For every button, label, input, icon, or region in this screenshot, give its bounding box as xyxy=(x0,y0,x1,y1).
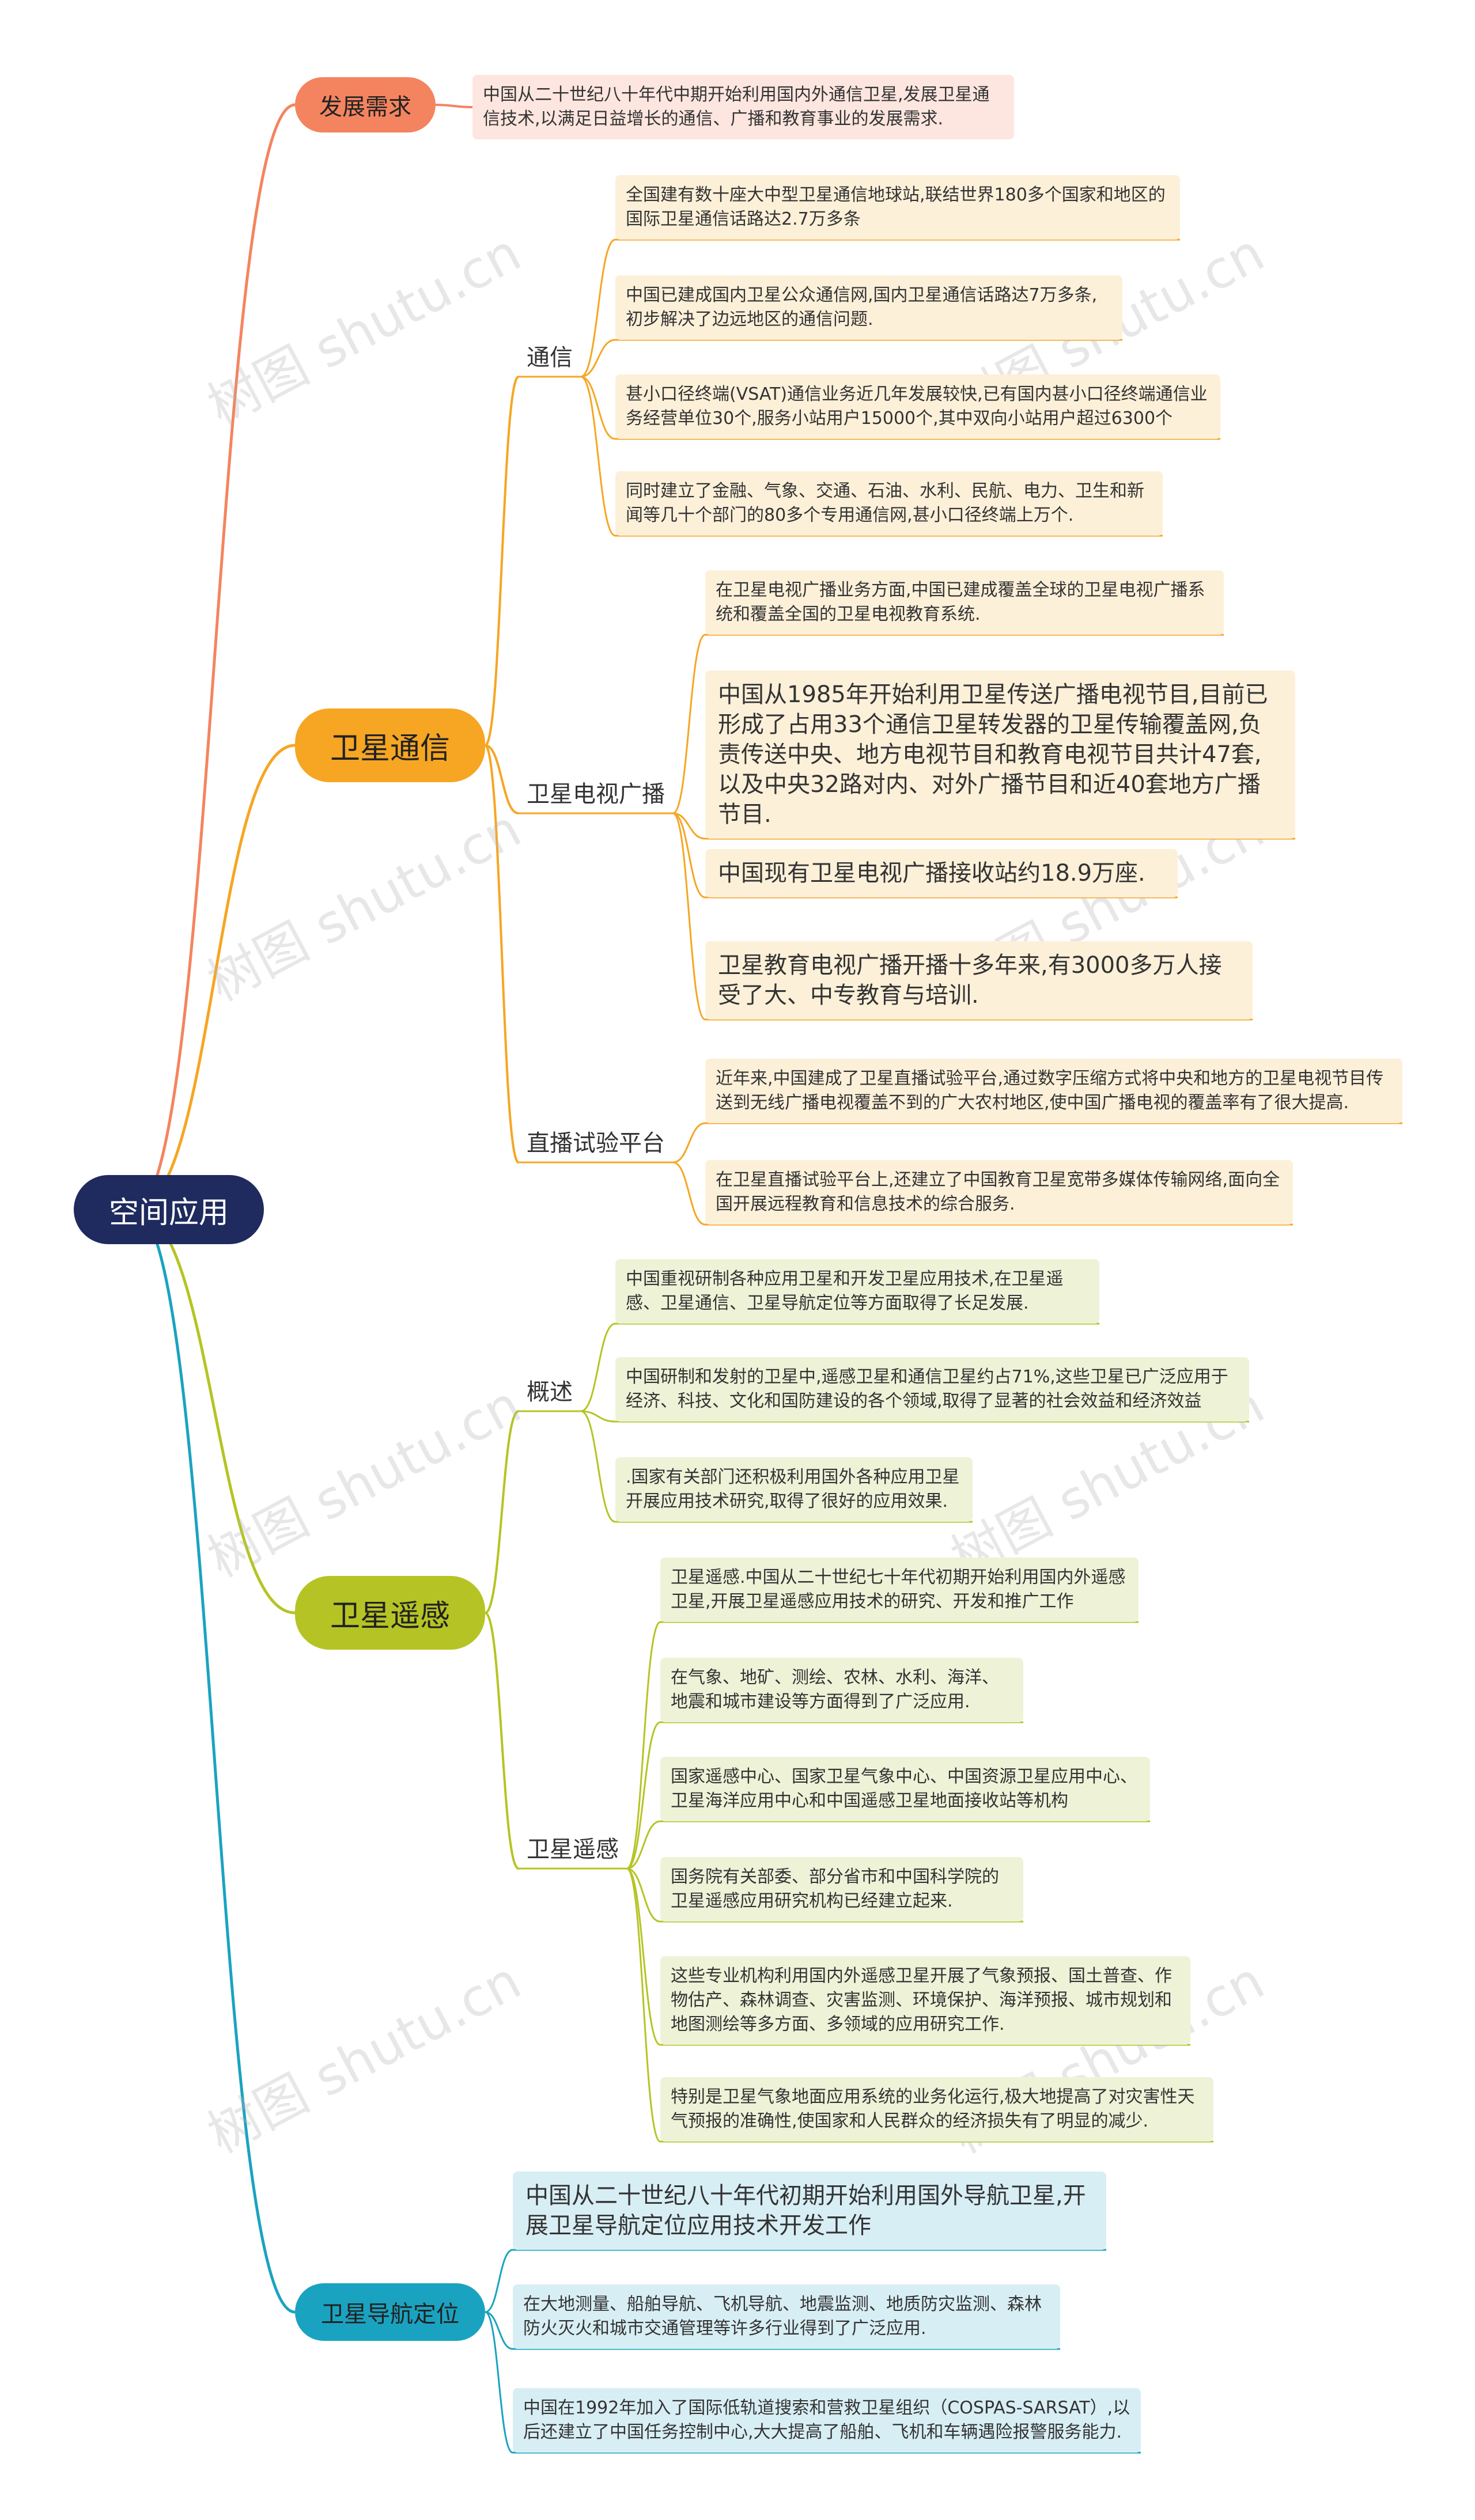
tv-item: 中国现有卫星电视广播接收站约18.9万座. xyxy=(705,849,1178,897)
direct-item: 在卫星直播试验平台上,还建立了中国教育卫星宽带多媒体传输网络,面向全国开展远程教… xyxy=(705,1160,1293,1225)
nav-leaf-line xyxy=(485,2249,513,2313)
rs-item: 国家遥感中心、国家卫星气象中心、中国资源卫星应用中心、卫星海洋应用中心和中国遥感… xyxy=(660,1757,1150,1821)
sub-branch-line xyxy=(484,744,520,1164)
overview-item: 中国重视研制各种应用卫星和开发卫星应用技术,在卫星遥感、卫星通信、卫星导航定位等… xyxy=(615,1259,1099,1324)
demand-text: 中国从二十世纪八十年代中期开始利用国内外通信卫星,发展卫星通信技术,以满足日益增… xyxy=(472,75,1014,139)
remote-rs[interactable]: 卫星遥感 xyxy=(527,1836,619,1863)
leaf-line xyxy=(626,1621,661,1870)
root-branch-line xyxy=(134,103,296,1211)
overview-item: 中国研制和发射的卫星中,遥感卫星和通信卫星约占71%,这些卫星已广泛应用于经济、… xyxy=(615,1357,1249,1422)
root-branch-line xyxy=(134,1208,296,1615)
leaf-line xyxy=(672,812,706,899)
sub-branch-line xyxy=(485,744,519,814)
leaf-line xyxy=(672,812,706,1021)
rs-item: 国务院有关部委、部分省市和中国科学院的卫星遥感应用研究机构已经建立起来. xyxy=(660,1857,1023,1922)
rs-item: 卫星遥感.中国从二十世纪七十年代初期开始利用国内外遥感卫星,开展卫星遥感应用技术… xyxy=(660,1558,1139,1622)
comm-tv-broadcast[interactable]: 卫星电视广播 xyxy=(527,781,665,808)
leaf-line xyxy=(626,1867,661,1923)
leaf-line xyxy=(672,812,706,840)
leaf-line xyxy=(580,238,616,378)
tv-item: 卫星教育电视广播开播十多年来,有3000多万人接受了大、中专教育与培训. xyxy=(705,941,1253,1020)
leaf-line xyxy=(672,634,706,814)
leaf-line xyxy=(580,339,616,378)
tongxin-item: 同时建立了金融、气象、交通、石油、水利、民航、电力、卫生和新闻等几十个部门的80… xyxy=(615,471,1163,536)
nav-item: 在大地测量、船舶导航、飞机导航、地震监测、地质防灾监测、森林防火灭火和城市交通管… xyxy=(513,2284,1060,2349)
branch-remote-sensing[interactable]: 卫星遥感 xyxy=(295,1576,485,1650)
leaf-line xyxy=(672,1122,706,1164)
root-branch-line xyxy=(134,1208,296,2314)
nav-leaf-line xyxy=(485,2311,513,2350)
tv-item: 在卫星电视广播业务方面,中国已建成覆盖全球的卫星电视广播系统和覆盖全国的卫星电视… xyxy=(705,570,1224,635)
leaf-line xyxy=(580,1410,616,1523)
comm-direct-platform[interactable]: 直播试验平台 xyxy=(527,1130,665,1157)
nav-item: 中国从二十世纪八十年代初期开始利用国外导航卫星,开展卫星导航定位应用技术开发工作 xyxy=(513,2172,1106,2250)
nav-item: 中国在1992年加入了国际低轨道搜索和营救卫星组织（COSPAS-SARSAT）… xyxy=(513,2388,1141,2453)
leaf-line xyxy=(626,1820,661,1870)
leaf-line xyxy=(580,1410,616,1423)
comm-tongxin[interactable]: 通信 xyxy=(527,344,573,371)
tongxin-item: 全国建有数十座大中型卫星通信地球站,联结世界180多个国家和地区的国际卫星通信话… xyxy=(615,175,1180,240)
leaf-line xyxy=(580,376,616,440)
leaf-line xyxy=(626,1867,661,2143)
leaf-line xyxy=(580,1322,616,1412)
sub-branch-line xyxy=(484,1612,520,1870)
leaf-line xyxy=(626,1867,661,2046)
tv-item: 中国从1985年开始利用卫星传送广播电视节目,目前已形成了占用33个通信卫星转发… xyxy=(705,670,1295,839)
leaf-line xyxy=(580,376,616,537)
direct-item: 近年来,中国建成了卫星直播试验平台,通过数字压缩方式将中央和地方的卫星电视节目传… xyxy=(705,1059,1402,1123)
branch-navigation[interactable]: 卫星导航定位 xyxy=(295,2283,485,2341)
remote-overview[interactable]: 概述 xyxy=(527,1379,573,1405)
branch-satellite-comm[interactable]: 卫星通信 xyxy=(295,708,485,782)
branch-demand[interactable]: 发展需求 xyxy=(295,77,436,132)
nav-leaf-line xyxy=(485,2311,513,2454)
tongxin-item: 甚小口径终端(VSAT)通信业务近几年发展较快,已有国内甚小口径终端通信业务经营… xyxy=(615,374,1220,439)
leaf-line xyxy=(672,1161,706,1226)
tongxin-item: 中国已建成国内卫星公众通信网,国内卫星通信话路达7万多条,初步解决了边远地区的通… xyxy=(615,275,1122,340)
demand-line xyxy=(435,104,473,108)
rs-item: 在气象、地矿、测绘、农林、水利、海洋、地震和城市建设等方面得到了广泛应用. xyxy=(660,1658,1023,1722)
sub-branch-line xyxy=(484,376,520,746)
overview-item: .国家有关部门还积极利用国外各种应用卫星开展应用技术研究,取得了很好的应用效果. xyxy=(615,1457,973,1522)
rs-item: 特别是卫星气象地面应用系统的业务化运行,极大地提高了对灾害性天气预报的准确性,使… xyxy=(660,2077,1213,2142)
sub-branch-line xyxy=(485,1410,519,1614)
leaf-line xyxy=(626,1721,661,1870)
root-node[interactable]: 空间应用 xyxy=(74,1175,264,1244)
rs-item: 这些专业机构利用国内外遥感卫星开展了气象预报、国土普查、作物估产、森林调查、灾害… xyxy=(660,1956,1190,2045)
root-branch-line xyxy=(134,744,296,1211)
